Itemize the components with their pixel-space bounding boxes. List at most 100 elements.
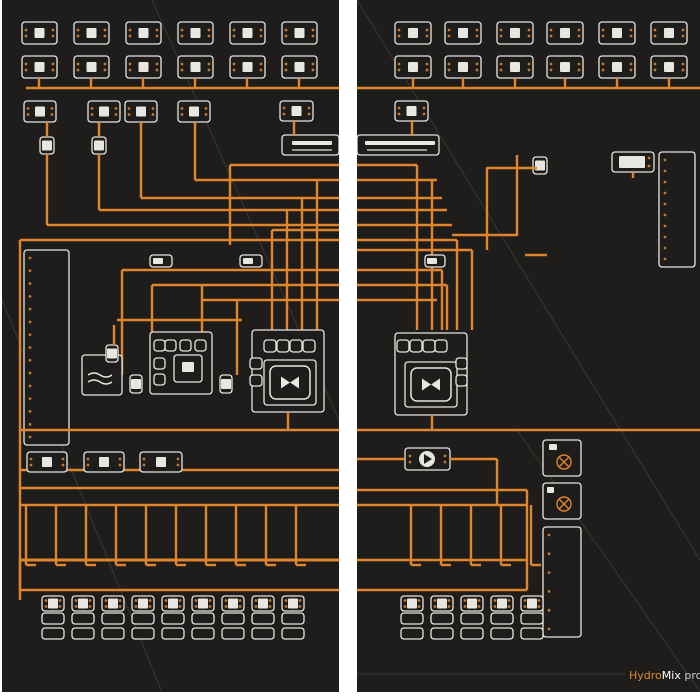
outlet-slot[interactable] [430, 627, 454, 640]
outlet-slot[interactable] [101, 627, 125, 640]
dosing-valve[interactable] [263, 339, 277, 353]
controller-icon [612, 62, 622, 72]
status-led [681, 34, 685, 38]
status-led [549, 68, 553, 72]
dosing-valve[interactable] [153, 339, 166, 352]
status-led [425, 68, 429, 72]
status-led [397, 106, 401, 110]
outlet-slot[interactable] [71, 627, 95, 640]
outlet-slot[interactable] [41, 612, 65, 625]
dosing-valve[interactable] [153, 373, 166, 386]
status-led [499, 62, 503, 66]
outlet-slot[interactable] [221, 627, 245, 640]
status-led [207, 34, 211, 38]
outlet-slot[interactable] [400, 627, 424, 640]
status-led [28, 320, 32, 324]
status-led [88, 605, 92, 608]
status-led [118, 599, 122, 602]
mixer-vessel-icon [269, 365, 311, 400]
valve-icon [136, 106, 146, 117]
status-led [447, 68, 451, 72]
status-led [142, 463, 146, 467]
outlet-slot[interactable] [191, 627, 215, 640]
dosing-valve[interactable] [194, 339, 207, 352]
status-led [114, 107, 118, 110]
status-led [103, 28, 107, 32]
outlet-slot[interactable] [520, 612, 544, 625]
water-tank[interactable] [81, 354, 123, 396]
left-schematic [2, 0, 339, 692]
status-led [76, 34, 80, 38]
sensor-icon [221, 379, 231, 389]
left-status-list[interactable] [23, 249, 70, 446]
outlet-slot[interactable] [131, 612, 155, 625]
dosing-valve[interactable] [396, 339, 410, 353]
outlet-slot[interactable] [520, 627, 544, 640]
status-led [547, 590, 551, 593]
outlet-slot[interactable] [131, 627, 155, 640]
outlet-slot[interactable] [281, 612, 305, 625]
outlet-slot[interactable] [490, 627, 514, 640]
dosing-valve[interactable] [164, 339, 177, 352]
bottom-status-list[interactable] [542, 526, 582, 638]
outlet-slot[interactable] [251, 627, 275, 640]
outlet-slot[interactable] [101, 612, 125, 625]
dosing-valve[interactable] [455, 357, 468, 370]
status-led [663, 169, 667, 173]
status-led [180, 62, 184, 66]
outlet-icon [48, 598, 58, 609]
status-led [232, 62, 236, 66]
dosing-valve[interactable] [249, 357, 263, 370]
outlet-slot[interactable] [221, 612, 245, 625]
outlet-slot[interactable] [400, 612, 424, 625]
status-led [447, 34, 451, 38]
outlet-slot[interactable] [71, 612, 95, 625]
outlet-slot[interactable] [490, 612, 514, 625]
outlet-slot[interactable] [430, 612, 454, 625]
dosing-valve[interactable] [276, 339, 290, 353]
status-led [61, 463, 65, 467]
valve-icon [619, 156, 645, 168]
lamp-cross-icon [558, 456, 570, 468]
right-status-list[interactable] [658, 151, 696, 268]
dosing-valve[interactable] [153, 357, 166, 370]
outlet-slot[interactable] [460, 612, 484, 625]
dosing-valve[interactable] [289, 339, 303, 353]
conveyor-icon [365, 141, 435, 145]
outlet-slot[interactable] [281, 627, 305, 640]
outlet-slot[interactable] [251, 612, 275, 625]
status-led [103, 68, 107, 72]
status-led [24, 68, 28, 72]
dosing-icon [408, 28, 418, 38]
status-led [397, 28, 401, 32]
status-led [547, 533, 551, 537]
status-led [28, 269, 32, 273]
status-led [475, 28, 479, 32]
status-led [527, 62, 531, 66]
dosing-valve[interactable] [455, 374, 468, 387]
dosing-valve[interactable] [409, 339, 423, 353]
filter-icon [406, 106, 417, 116]
dosing-icon [510, 28, 520, 38]
status-led [577, 62, 581, 66]
alarm-light[interactable] [542, 439, 582, 477]
dosing-valve[interactable] [434, 339, 448, 353]
status-led [118, 605, 122, 608]
outlet-slot[interactable] [41, 627, 65, 640]
controller-icon [242, 62, 253, 72]
dosing-valve[interactable] [249, 374, 263, 387]
dosing-valve[interactable] [179, 339, 192, 352]
status-led [254, 605, 258, 608]
outlet-slot[interactable] [460, 627, 484, 640]
outlet-slot[interactable] [191, 612, 215, 625]
status-led [681, 68, 685, 72]
beacon-icon [549, 444, 557, 450]
status-led [397, 112, 401, 116]
dosing-valve[interactable] [302, 339, 316, 353]
status-led [547, 571, 551, 574]
status-led [164, 605, 168, 608]
controller-icon [510, 62, 520, 72]
dosing-valve[interactable] [422, 339, 436, 353]
outlet-slot[interactable] [161, 612, 185, 625]
outlet-slot[interactable] [161, 627, 185, 640]
